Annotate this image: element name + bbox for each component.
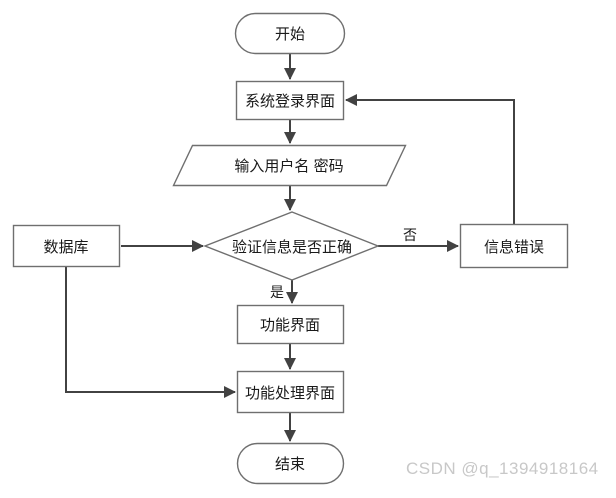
login-screen-label: 系统登录界面 xyxy=(245,93,335,110)
flow-edges: 否 是 xyxy=(65,53,515,442)
csdn-watermark: CSDN @q_1394918164 xyxy=(406,459,599,478)
database-rect xyxy=(12,224,121,268)
node-end: 结束 xyxy=(236,442,345,485)
node-verify-info: 验证信息是否正确 xyxy=(203,211,380,281)
node-login-screen: 系统登录界面 xyxy=(235,80,345,121)
function-process-screen-rect xyxy=(236,370,345,414)
input-credentials-parallelogram xyxy=(172,144,407,187)
start-terminator-shape xyxy=(234,12,346,55)
node-database: 数据库 xyxy=(12,224,121,268)
input-credentials-label: 输入用户名 密码 xyxy=(234,158,343,175)
node-input-credentials: 输入用户名 密码 xyxy=(172,144,407,187)
node-function-screen: 功能界面 xyxy=(236,304,345,345)
info-error-label: 信息错误 xyxy=(484,239,544,256)
end-label: 结束 xyxy=(275,456,305,473)
end-terminator-shape xyxy=(236,442,345,485)
node-start: 开始 xyxy=(234,12,346,55)
login-screen-rect xyxy=(235,80,345,121)
function-screen-label: 功能界面 xyxy=(260,317,320,334)
edge-label-yes: 是 xyxy=(270,284,284,300)
edge-label-no: 否 xyxy=(403,227,417,243)
function-process-screen-label: 功能处理界面 xyxy=(245,385,335,402)
info-error-rect xyxy=(459,223,569,269)
edge-database-to-process xyxy=(65,267,236,398)
verify-info-label: 验证信息是否正确 xyxy=(232,239,352,256)
edge-error-to-login xyxy=(345,94,515,224)
verify-info-diamond xyxy=(203,211,380,281)
start-label: 开始 xyxy=(275,26,305,43)
node-info-error: 信息错误 xyxy=(459,223,569,269)
node-function-process-screen: 功能处理界面 xyxy=(236,370,345,414)
function-screen-rect xyxy=(236,304,345,345)
database-label: 数据库 xyxy=(43,239,88,256)
